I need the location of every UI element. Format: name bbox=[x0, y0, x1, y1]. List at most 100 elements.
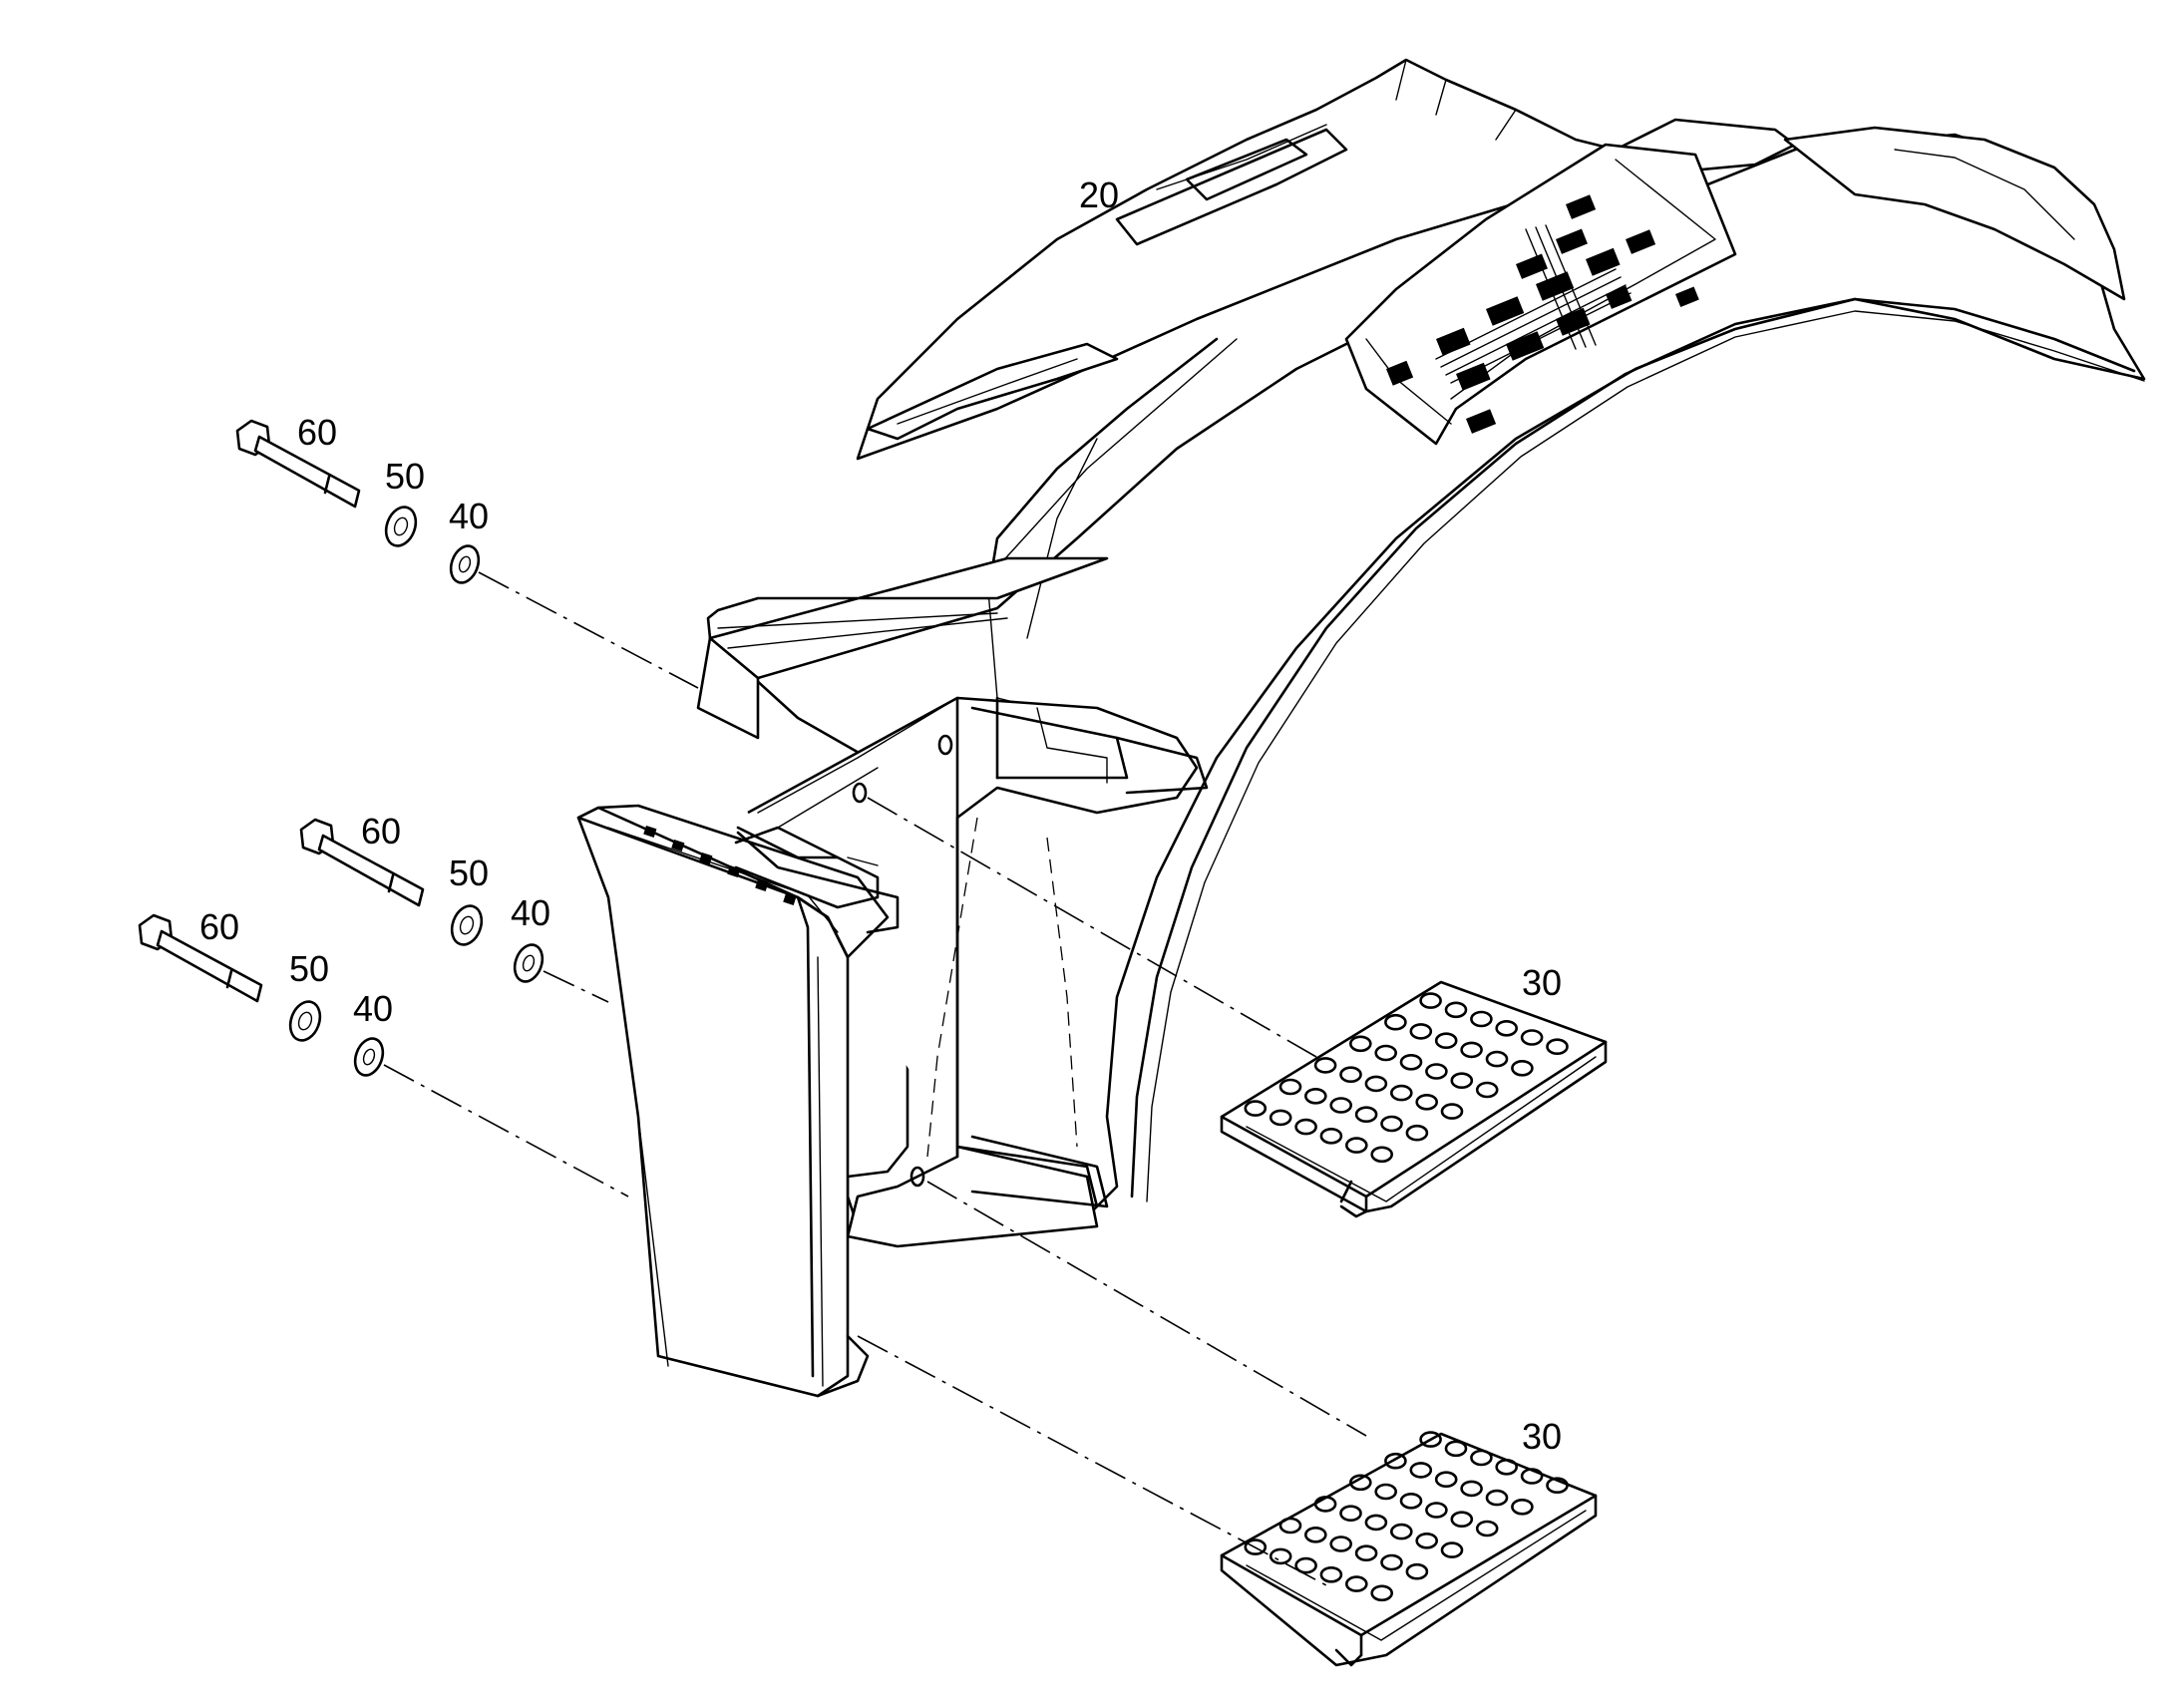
perforation-hole bbox=[1390, 1523, 1413, 1540]
perforation-hole bbox=[1485, 1489, 1509, 1507]
perforation-hole bbox=[1475, 1520, 1499, 1537]
perforation-hole bbox=[1269, 1109, 1292, 1127]
spring-washer bbox=[384, 506, 418, 547]
perforation-hole bbox=[1409, 1462, 1433, 1479]
perforation-hole bbox=[1415, 1094, 1438, 1111]
callout-labels: 20 30 30 60 50 40 60 50 40 60 50 40 bbox=[199, 174, 1562, 1457]
perforation-hole bbox=[1304, 1088, 1327, 1105]
fastener-set-mid bbox=[299, 818, 545, 983]
perforation-hole bbox=[1546, 1038, 1569, 1055]
perforation-hole bbox=[1444, 1001, 1468, 1019]
perforation-hole bbox=[1450, 1511, 1474, 1528]
perforation-hole bbox=[1380, 1115, 1403, 1133]
step-plate-lower bbox=[1220, 1431, 1598, 1667]
perforation-hole bbox=[1374, 1044, 1397, 1062]
perforation-hole bbox=[1450, 1072, 1474, 1089]
cover-panel-top bbox=[576, 804, 890, 959]
perforation-hole bbox=[1419, 1431, 1442, 1448]
callout-washer50-top: 50 bbox=[385, 456, 425, 497]
perforation-hole bbox=[1354, 1106, 1378, 1123]
perforation-hole bbox=[1278, 1517, 1302, 1535]
perforation-hole bbox=[1319, 1566, 1343, 1583]
spring-washer bbox=[450, 904, 484, 946]
perforation-hole bbox=[1485, 1050, 1509, 1068]
antislip-pattern bbox=[1386, 194, 1699, 434]
perforation-hole bbox=[1374, 1483, 1397, 1501]
perforation-hole bbox=[1294, 1556, 1317, 1574]
perforation-hole bbox=[1399, 1054, 1423, 1071]
flat-washer bbox=[449, 544, 481, 584]
callout-bolt-low: 60 bbox=[199, 906, 239, 947]
perforation-hole bbox=[1405, 1562, 1429, 1580]
perforation-hole bbox=[1546, 1477, 1569, 1494]
callout-bolt-top: 60 bbox=[297, 412, 337, 453]
perforation-hole bbox=[1444, 1440, 1468, 1458]
callout-bolt-mid: 60 bbox=[361, 811, 401, 852]
perforation-hole bbox=[1278, 1078, 1302, 1096]
fastener-set-low bbox=[138, 913, 385, 1077]
hex-bolt bbox=[299, 818, 425, 907]
perforation-hole bbox=[1475, 1081, 1499, 1099]
perforation-hole bbox=[1511, 1499, 1534, 1516]
assembly-centerlines bbox=[383, 571, 1367, 1586]
perforation-hole bbox=[1364, 1514, 1388, 1532]
cover-vent-slots bbox=[643, 826, 797, 905]
fender-inner-arch bbox=[1130, 297, 2136, 1198]
perforation-hole bbox=[1370, 1146, 1393, 1164]
perforation-hole bbox=[1520, 1029, 1544, 1046]
perforation-hole bbox=[1319, 1128, 1343, 1145]
fender-rear-tip bbox=[1783, 126, 2126, 301]
callout-washer50-low: 50 bbox=[289, 948, 329, 989]
fender-assembly bbox=[696, 58, 2146, 1238]
perforation-hole bbox=[1390, 1084, 1413, 1102]
perforation-hole bbox=[1415, 1533, 1438, 1549]
bracket-bolt-hole bbox=[937, 734, 953, 756]
perforation-hole bbox=[1460, 1041, 1483, 1059]
perforation-hole bbox=[1434, 1032, 1458, 1049]
perforation-hole bbox=[1520, 1468, 1544, 1485]
perforation-hole bbox=[1244, 1100, 1268, 1117]
perforation-hole bbox=[1329, 1536, 1352, 1552]
perforation-hole bbox=[1313, 1496, 1337, 1513]
bracket-bolt-hole bbox=[852, 782, 868, 804]
fastener-set-top bbox=[235, 419, 481, 584]
callout-step-lower: 30 bbox=[1522, 1416, 1562, 1457]
perforation-hole bbox=[1419, 992, 1442, 1009]
callout-washer50-mid: 50 bbox=[449, 853, 489, 893]
flat-washer bbox=[513, 943, 545, 983]
front-cover-panel bbox=[576, 804, 900, 1398]
perforation-hole bbox=[1384, 1452, 1407, 1470]
step-plate-holes bbox=[1244, 1431, 1569, 1602]
perforation-hole bbox=[1470, 1010, 1493, 1028]
callout-washer40-top: 40 bbox=[449, 496, 489, 536]
perforation-hole bbox=[1345, 1137, 1368, 1154]
perforation-hole bbox=[1349, 1035, 1372, 1053]
perforation-hole bbox=[1399, 1493, 1423, 1510]
perforation-hole bbox=[1384, 1013, 1407, 1031]
perforation-hole bbox=[1434, 1471, 1458, 1488]
perforation-hole bbox=[1495, 1459, 1518, 1476]
perforation-hole bbox=[1470, 1449, 1493, 1467]
perforation-hole bbox=[1294, 1118, 1317, 1136]
step-plate-upper bbox=[1220, 980, 1608, 1218]
perforation-hole bbox=[1495, 1020, 1518, 1037]
callout-fender: 20 bbox=[1079, 174, 1119, 215]
perforation-hole bbox=[1349, 1474, 1372, 1492]
perforation-hole bbox=[1425, 1063, 1448, 1080]
fender-rail-block bbox=[1115, 128, 1348, 246]
perforation-hole bbox=[1440, 1541, 1464, 1558]
perforation-hole bbox=[1380, 1553, 1403, 1571]
perforation-hole bbox=[1244, 1538, 1268, 1555]
perforation-hole bbox=[1364, 1075, 1388, 1093]
callout-washer40-low: 40 bbox=[353, 988, 393, 1029]
perforation-hole bbox=[1440, 1103, 1464, 1120]
perforation-hole bbox=[1304, 1527, 1327, 1543]
spring-washer bbox=[288, 1000, 322, 1042]
perforation-hole bbox=[1409, 1023, 1433, 1040]
flat-washer bbox=[353, 1037, 385, 1077]
step-plate-holes bbox=[1244, 992, 1569, 1164]
fender-front-face bbox=[696, 636, 760, 740]
perforation-hole bbox=[1345, 1575, 1368, 1592]
